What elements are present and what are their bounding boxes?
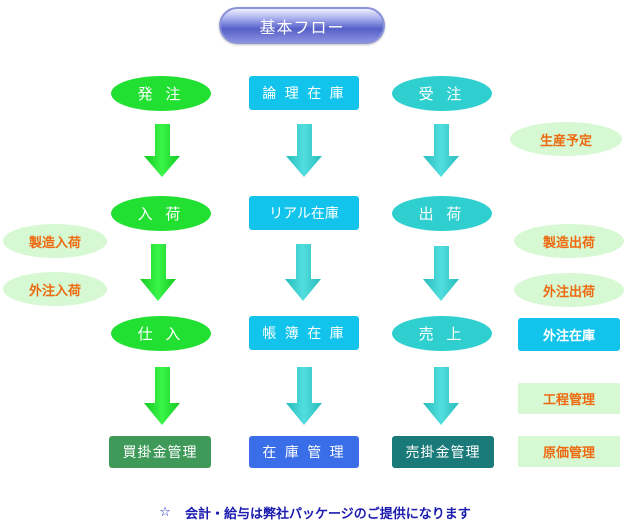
node-inventory-management: 在 庫 管 理 [249,436,359,468]
flow-title: 基本フロー [219,7,385,44]
arrow-order-to-arrival [144,124,180,177]
note-production-plan: 生産予定 [510,122,622,156]
node-arrival: 入 荷 [111,196,211,231]
star-icon: ☆ [159,504,171,520]
note-process-management: 工程管理 [518,383,620,414]
note-manufacturing-shipping: 製造出荷 [514,224,624,258]
arrow-arrival-to-purchase [140,244,176,301]
note-outsourced-inventory: 外注在庫 [518,318,620,351]
node-order-received: 受 注 [392,76,492,111]
node-accounts-receivable: 売掛金管理 [392,436,494,468]
arrow-sales-to-receivables [423,367,459,425]
arrow-purchase-to-payables [144,367,180,425]
footer-note: ☆ 会計・給与は弊社パッケージのご提供になります [0,500,630,524]
arrow-shipping-to-sales [423,246,459,301]
arrow-logical-to-real [286,124,322,177]
node-shipping: 出 荷 [392,196,492,231]
node-logical-inventory: 論 理 在 庫 [249,76,359,110]
note-cost-management: 原価管理 [518,436,620,467]
arrow-book-to-inventory [286,367,322,425]
note-manufacturing-arrival: 製造入荷 [3,224,107,258]
node-real-inventory: リアル在庫 [249,196,359,230]
node-accounts-payable: 買掛金管理 [109,436,211,468]
node-sales: 売 上 [392,316,492,351]
note-outsourced-shipping: 外注出荷 [514,273,624,307]
node-book-inventory: 帳 簿 在 庫 [249,316,359,350]
arrow-real-to-book [285,244,321,301]
node-purchase: 仕 入 [111,316,211,351]
node-order: 発 注 [111,76,211,111]
footer-text: 会計・給与は弊社パッケージのご提供になります [184,506,471,522]
arrow-received-to-shipping [423,124,459,177]
note-outsourced-arrival: 外注入荷 [3,272,107,306]
